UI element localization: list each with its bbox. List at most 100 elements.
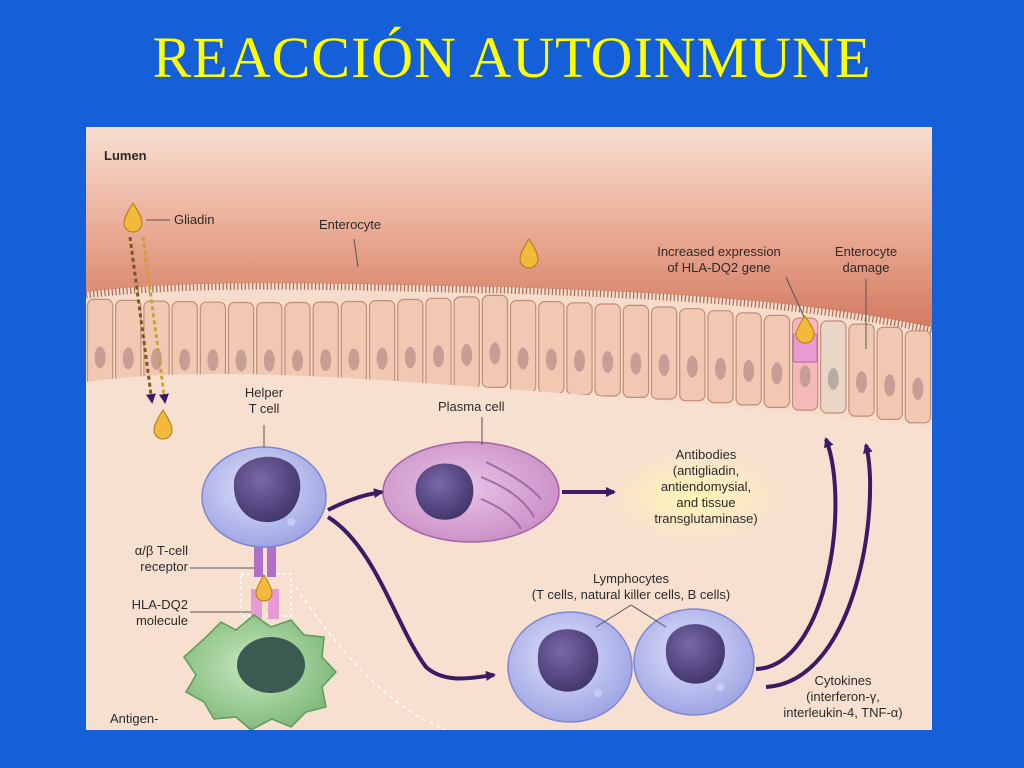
antibodies-line-2: (antigliadin,	[672, 463, 740, 478]
enterocyte-nucleus	[263, 349, 275, 372]
enterocyte-nucleus	[292, 349, 303, 372]
helper-t-cell-label: Helper T cell	[226, 385, 302, 417]
enterocyte-cell	[707, 310, 734, 404]
pointer-increased-expression	[785, 276, 805, 318]
enterocyte-nucleus	[376, 347, 388, 370]
enterocyte-nucleus	[235, 349, 247, 372]
plasma-cell	[382, 441, 560, 543]
enterocyte-nucleus	[771, 362, 783, 385]
enterocyte-nucleus	[715, 357, 726, 380]
tcell-receptor-line-2: receptor	[140, 559, 188, 574]
antibodies-line-4: and tissue	[676, 495, 736, 510]
apc-connection-dashes	[295, 586, 447, 730]
arrow-cytokines-1	[755, 437, 838, 671]
antibodies-line-3: antiendomysial,	[660, 479, 752, 494]
enterocyte-nucleus	[122, 347, 134, 370]
cytokines-label: Cytokines (interferon-γ, interleukin-4, …	[754, 673, 932, 721]
enterocyte-nucleus	[686, 355, 698, 378]
cytokines-line-2: (interferon-γ,	[806, 689, 880, 704]
gliadin-drop-icon	[519, 238, 539, 269]
enterocyte-nucleus	[320, 349, 332, 372]
enterocyte-damage-line-2: damage	[842, 260, 890, 275]
lymphocytes-line-2: (T cells, natural killer cells, B cells)	[531, 587, 731, 602]
enterocyte-nucleus	[207, 349, 219, 372]
enterocyte-cell	[679, 308, 706, 402]
enterocyte-nucleus	[856, 371, 867, 394]
enterocyte-nucleus	[884, 374, 896, 397]
antigen-presenting-cell	[183, 614, 338, 730]
hla-molecule-label: HLA-DQ2 molecule	[116, 597, 188, 629]
arrow-to-lymphocytes	[326, 515, 496, 681]
enterocyte-cell	[594, 303, 621, 397]
enterocyte-nucleus	[545, 348, 557, 371]
enterocyte-cell	[848, 323, 875, 417]
enterocyte-cell	[904, 330, 932, 424]
enterocyte-layer	[86, 294, 932, 424]
enterocyte-nucleus	[630, 352, 642, 375]
increased-expression-label: Increased expression of HLA-DQ2 gene	[634, 244, 804, 276]
enterocyte-cell	[425, 297, 452, 391]
enterocyte-cell	[650, 306, 678, 400]
lymphocyte-cell	[507, 611, 633, 723]
lymphocyte-cell	[633, 608, 755, 716]
enterocyte-nucleus	[799, 365, 811, 388]
enterocyte-nucleus	[658, 354, 670, 376]
enterocyte-nucleus	[151, 348, 162, 371]
antibodies-line-5: transglutaminase)	[654, 511, 758, 526]
enterocyte-cell	[86, 298, 114, 392]
enterocyte-nucleus	[94, 346, 106, 369]
enterocyte-nucleus	[461, 343, 473, 366]
enterocyte-nucleus	[827, 368, 839, 390]
gliadin-drop-icon	[153, 409, 173, 440]
enterocyte-nucleus	[517, 347, 529, 370]
cytokines-line-3: interleukin-4, TNF-α)	[783, 705, 903, 720]
enterocyte-nucleus	[602, 351, 614, 373]
hla-molecule-line-2: molecule	[135, 613, 188, 628]
increased-expression-line-2: of HLA-DQ2 gene	[667, 260, 771, 275]
increased-expression-line-1: Increased expression	[657, 244, 781, 259]
antibodies-line-1: Antibodies	[675, 447, 737, 462]
enterocyte-cell	[481, 294, 509, 388]
lymphocytes-line-1: Lymphocytes	[592, 571, 670, 586]
tcr-hla-complex	[240, 547, 292, 619]
enterocyte-cell	[622, 304, 650, 398]
cytokines-line-1: Cytokines	[814, 673, 872, 688]
arrow-to-plasma	[327, 488, 384, 512]
gliadin-drop-icon	[795, 315, 815, 344]
enterocyte-cell	[538, 301, 565, 395]
slide-title: REACCIÓN AUTOINMUNE	[152, 25, 872, 90]
helper-line-2: T cell	[248, 401, 280, 416]
enterocyte-nucleus	[912, 377, 924, 400]
enterocyte-cell	[763, 314, 791, 408]
lumen-label: Lumen	[104, 148, 147, 163]
enterocyte-nucleus	[574, 349, 585, 372]
enterocyte-nucleus	[348, 348, 360, 371]
enterocyte-nucleus	[743, 359, 755, 382]
arrow-cytokines-2	[765, 443, 873, 689]
gliadin-label: Gliadin	[174, 212, 215, 227]
plasma-cell-label: Plasma cell	[438, 399, 505, 414]
enterocyte-nucleus	[404, 346, 416, 369]
lymphocytes-label: Lymphocytes (T cells, natural killer cel…	[486, 571, 776, 603]
celiac-diagram	[86, 127, 932, 730]
helper-t-cell	[201, 446, 327, 548]
gliadin-drop-icon	[123, 202, 143, 233]
antibodies-label: Antibodies (antigliadin, antiendomysial,…	[626, 447, 786, 527]
tcell-receptor-label: α/β T-cell receptor	[122, 543, 188, 575]
enterocyte-nucleus	[179, 348, 191, 371]
antigen-presenting-cell-label: Antigen-	[110, 711, 159, 726]
hla-molecule-line-1: HLA-DQ2	[131, 597, 188, 612]
pointer-enterocyte	[353, 238, 359, 268]
enterocyte-cell	[453, 296, 480, 390]
enterocyte-cell	[509, 299, 537, 394]
enterocyte-cell	[820, 320, 847, 414]
enterocyte-damage-label: Enterocyte damage	[821, 244, 911, 276]
enterocyte-nucleus	[489, 342, 501, 365]
enterocyte-cell	[735, 312, 762, 406]
tcell-receptor-line-1: α/β T-cell	[134, 543, 188, 558]
enterocyte-cell	[368, 300, 396, 394]
enterocyte-damage-line-1: Enterocyte	[834, 244, 898, 259]
helper-line-1: Helper	[244, 385, 284, 400]
enterocyte-nucleus	[433, 345, 444, 368]
enterocyte-cell	[876, 326, 903, 420]
